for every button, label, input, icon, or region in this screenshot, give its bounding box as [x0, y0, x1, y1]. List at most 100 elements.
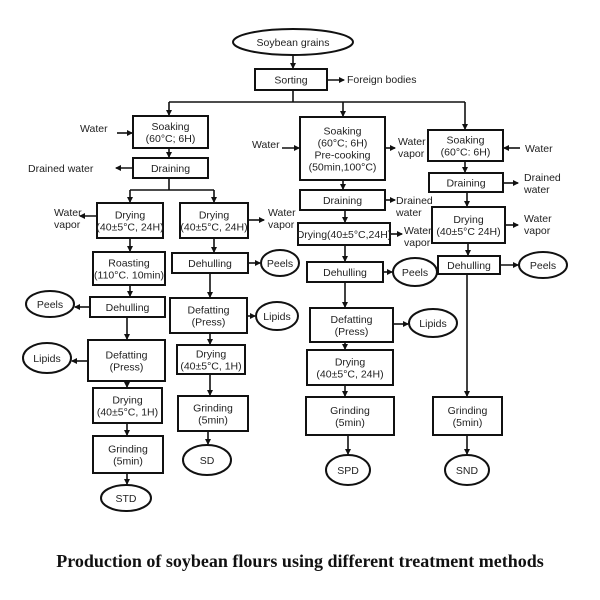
snd-drying-box-shape	[431, 206, 506, 244]
spd-drying1-box: Drying(40±5°C,24H)	[297, 222, 391, 246]
std-grinding-label: (5min)	[113, 456, 143, 468]
soybean-grains-oval-shape	[232, 28, 354, 56]
spd-product-oval: SPD	[325, 454, 371, 486]
snd-peels-oval-shape	[518, 251, 568, 279]
std-roasting-label: (110°C. 10min)	[94, 270, 164, 282]
sd-defatting-label: Defatting	[187, 305, 229, 317]
snd-water-vapor-label: vapor	[524, 225, 551, 237]
snd-water-in-text: Water	[525, 143, 553, 155]
std-drying2-label: Drying	[112, 395, 143, 407]
spd-defatting-label: Defatting	[330, 314, 372, 326]
snd-soaking-box-shape	[427, 129, 504, 162]
sd-drying1-box: Drying(40±5°C, 24H)	[179, 202, 249, 239]
std-grinding-label: Grinding	[108, 444, 148, 456]
spd-grinding-label: (5min)	[335, 417, 365, 429]
snd-soaking-label: Soaking	[447, 135, 485, 147]
sd-grinding-label: Grinding	[193, 403, 233, 415]
spd-lipids-label: Lipids	[419, 318, 446, 330]
snd-grinding-box: Grinding(5min)	[432, 396, 503, 436]
spd-drying2-box: Drying(40±5°C, 24H)	[306, 349, 394, 386]
spd-lipids-oval-shape	[408, 308, 458, 338]
std-dehulling-box-shape	[89, 296, 166, 318]
spd-drained-water-label: Drained	[396, 195, 433, 207]
snd-water-vapor-label: Water	[524, 213, 552, 225]
std-roasting-label: Roasting	[108, 258, 150, 270]
sd-lipids-oval: Lipids	[255, 301, 299, 331]
sd-peels-oval-shape	[260, 249, 300, 277]
sd-drying2-box-shape	[176, 344, 246, 375]
std-draining-box: Draining	[132, 157, 209, 179]
snd-water-in-label: Water	[525, 143, 553, 155]
std-water-vapor-label: vapor	[54, 219, 81, 231]
spd-draining-box: Draining	[299, 189, 386, 211]
std-grinding-box-shape	[92, 435, 164, 474]
std-soaking-label: (60°C; 6H)	[146, 133, 196, 145]
std-soaking-box: Soaking(60°C; 6H)	[132, 115, 209, 149]
spd-dehulling-box-shape	[306, 261, 384, 283]
std-drying1-box-shape	[96, 202, 164, 239]
spd-grinding-box-shape	[305, 396, 395, 436]
spd-water-vapor1-label: Water	[398, 136, 426, 148]
sd-water-vapor-label: vapor	[268, 219, 295, 231]
snd-soaking-label: (60°C: 6H)	[441, 147, 491, 159]
foreign-bodies-label: Foreign bodies	[347, 74, 416, 86]
snd-dehulling-box: Dehulling	[437, 255, 501, 275]
sd-product-label: SD	[200, 455, 215, 467]
sd-drying1-label: (40±5°C, 24H)	[180, 222, 247, 234]
std-defatting-box-shape	[87, 339, 166, 382]
spd-drying2-label: Drying	[335, 357, 366, 369]
spd-soaking-label: Soaking	[324, 126, 362, 138]
spd-defatting-box: Defatting(Press)	[309, 307, 394, 343]
std-defatting-box: Defatting(Press)	[87, 339, 166, 382]
spd-drying2-box-shape	[306, 349, 394, 386]
std-drained-water-label: Drained water	[28, 163, 94, 175]
snd-grinding-label: Grinding	[448, 405, 488, 417]
spd-drained-water-label: water	[395, 207, 422, 219]
spd-dehulling-label: Dehulling	[323, 267, 367, 279]
sorting-box: Sorting	[254, 68, 328, 91]
sd-drying2-box: Drying(40±5°C, 1H)	[176, 344, 246, 375]
spd-soaking-box: Soaking(60°C; 6H)Pre-cooking(50min,100°C…	[299, 116, 386, 181]
sd-defatting-box: Defatting(Press)	[169, 297, 248, 334]
sd-lipids-label: Lipids	[263, 311, 290, 323]
snd-draining-box-shape	[428, 172, 504, 193]
spd-product-oval-shape	[325, 454, 371, 486]
std-draining-box-shape	[132, 157, 209, 179]
spd-soaking-label: (50min,100°C)	[309, 162, 377, 174]
std-drained-water-text: Drained water	[28, 163, 94, 175]
sd-product-oval-shape	[182, 444, 232, 476]
std-peels-label: Peels	[37, 299, 63, 311]
sd-dehulling-label: Dehulling	[188, 258, 232, 270]
spd-water-vapor1-label: vapor	[398, 148, 425, 160]
std-water-in-text: Water	[80, 123, 108, 135]
sd-dehulling-box-shape	[171, 252, 249, 274]
sd-drying1-label: Drying	[199, 210, 230, 222]
std-soaking-label: Soaking	[152, 121, 190, 133]
sorting-box-shape	[254, 68, 328, 91]
sd-defatting-label: (Press)	[192, 317, 226, 329]
snd-drained-water-label: Drained	[524, 172, 561, 184]
sd-product-oval: SD	[182, 444, 232, 476]
std-water-vapor-label: Water	[54, 207, 82, 219]
spd-soaking-box-shape	[299, 116, 386, 181]
std-grinding-box: Grinding(5min)	[92, 435, 164, 474]
std-water-in-label: Water	[80, 123, 108, 135]
std-soaking-box-shape	[132, 115, 209, 149]
spd-drying1-box-shape	[297, 222, 391, 246]
snd-draining-label: Draining	[446, 178, 485, 190]
std-peels-oval-shape	[25, 290, 75, 318]
spd-peels-label: Peels	[402, 267, 428, 279]
snd-dehulling-box-shape	[437, 255, 501, 275]
soybean-grains-oval: Soybean grains	[232, 28, 354, 56]
std-lipids-oval: Lipids	[22, 342, 72, 374]
soybean-grains-label: Soybean grains	[257, 37, 330, 49]
snd-drying-label: Drying	[453, 214, 484, 226]
